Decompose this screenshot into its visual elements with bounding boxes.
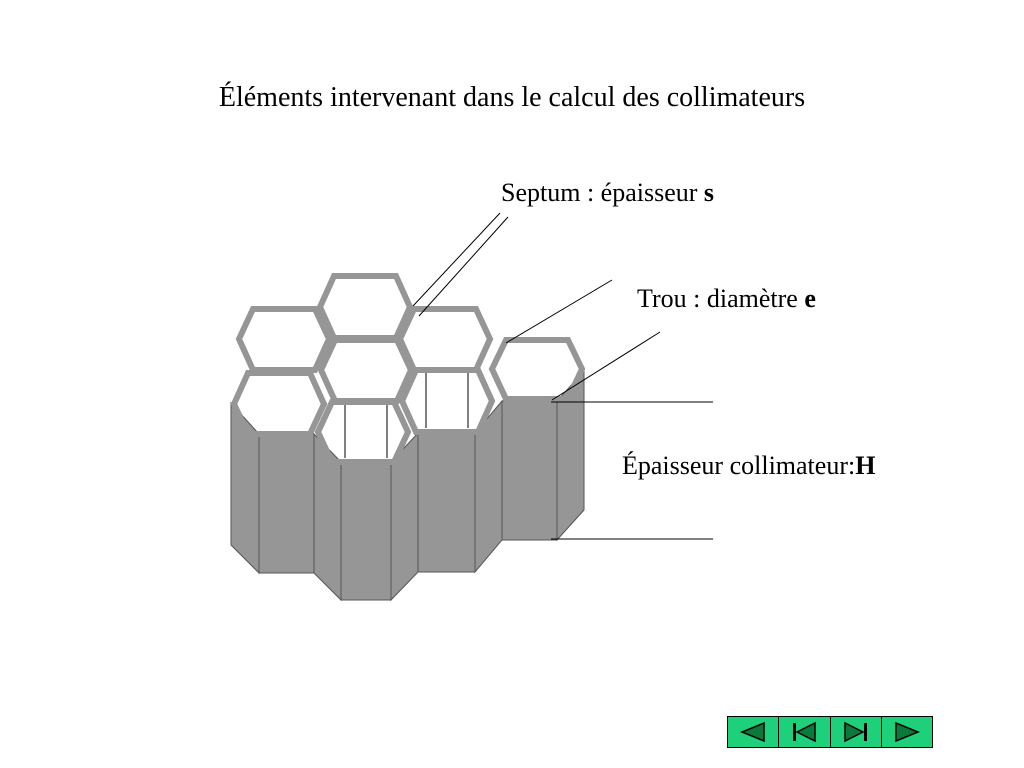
next-icon — [895, 721, 920, 743]
wall-face — [258, 433, 315, 574]
hex-cell — [396, 306, 494, 373]
last-button[interactable] — [830, 717, 882, 747]
hex-cell — [230, 370, 328, 437]
next-button[interactable] — [881, 717, 932, 747]
septum-pointer — [418, 216, 509, 317]
trou-label: Trou : diamètre e — [637, 284, 816, 313]
hex-cell — [317, 337, 415, 404]
hexagon-grid — [230, 273, 586, 465]
first-button[interactable] — [779, 717, 831, 747]
first-icon — [793, 721, 817, 743]
previous-icon — [740, 721, 765, 743]
slide-title: Éléments intervenant dans le calcul des … — [218, 82, 806, 113]
previous-button[interactable] — [728, 717, 780, 747]
septum-label: Septum : épaisseur s — [501, 178, 715, 207]
pointer-lines — [412, 212, 713, 540]
hole-inner-lines — [344, 373, 469, 458]
hex-cell — [488, 337, 586, 402]
septum-pointer — [412, 212, 501, 307]
wall-face — [417, 432, 476, 573]
hex-cell — [316, 273, 414, 341]
wall-face — [340, 461, 392, 601]
trou-pointer — [505, 279, 613, 344]
slide-navigation — [727, 716, 933, 748]
epaisseur-label: Épaisseur collimateur:H — [622, 451, 876, 480]
wall-face — [501, 400, 558, 541]
last-icon — [843, 721, 867, 743]
hex-cell — [235, 306, 333, 373]
hex-cell — [314, 399, 412, 465]
collimator-walls — [230, 369, 585, 602]
septum-pointer-2 — [551, 331, 661, 401]
hex-cell — [398, 367, 496, 435]
